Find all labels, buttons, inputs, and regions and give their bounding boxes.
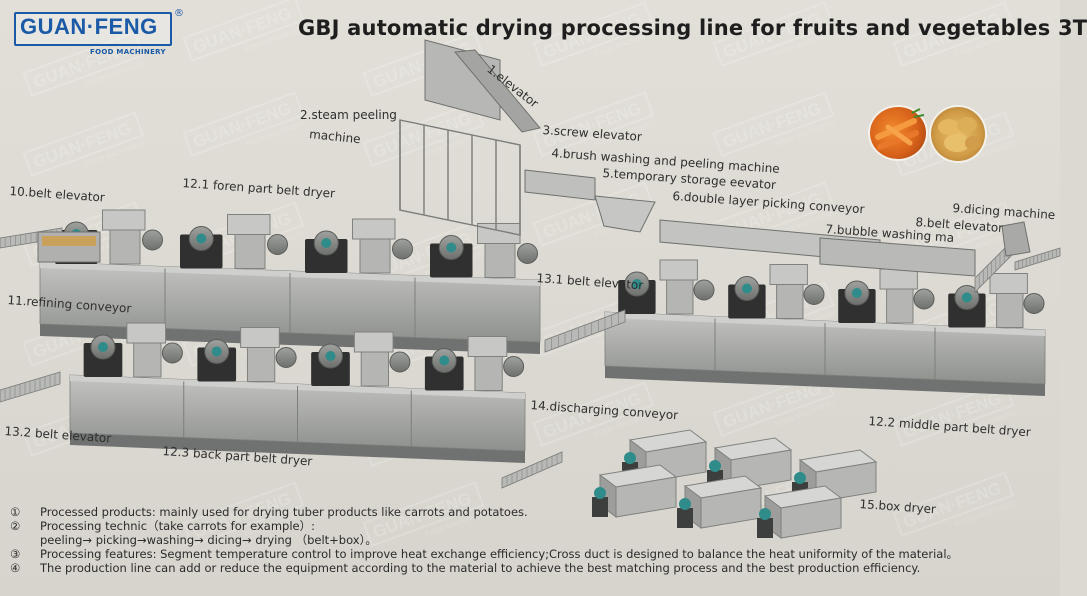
dicing-machine-chute (1014, 247, 1061, 271)
label-steam-peeling-1: 2.steam peeling (300, 108, 397, 122)
fan-module (618, 259, 715, 315)
air-duct (879, 268, 918, 290)
air-duct (353, 331, 394, 353)
page-title: GBJ automatic drying processing line for… (298, 16, 1087, 40)
fan-module (728, 264, 825, 319)
air-duct (240, 327, 280, 348)
note-2-detail: peeling→ picking→washing→ dicing→ drying… (40, 533, 377, 547)
potatoes-photo-icon (931, 107, 985, 161)
back-belt-dryer (69, 322, 526, 463)
fan-module (197, 327, 297, 382)
fan-module (838, 268, 935, 324)
fan-module (83, 322, 183, 378)
fan-module (430, 223, 538, 278)
fan-module (311, 331, 411, 387)
air-duct (126, 322, 167, 344)
potato-pile-icon (938, 117, 981, 152)
fan-module (424, 336, 525, 391)
refining-conveyor (37, 231, 101, 263)
box-dryer-fan (592, 497, 608, 517)
middle-belt-dryer (604, 259, 1046, 396)
brush-washer (524, 169, 596, 201)
logo-registered-mark: ® (174, 8, 184, 19)
air-duct (102, 209, 146, 231)
fan-module (180, 214, 288, 269)
belt-elevator-13-1 (544, 309, 626, 353)
brand-logo: GUAN·FENG ® FOOD MACHINERY (14, 8, 184, 60)
storage-hopper (594, 195, 656, 233)
air-duct (989, 273, 1028, 294)
front-processing-equipment (399, 39, 1031, 277)
box-dryer-unit (592, 464, 678, 518)
inclined-elevator (454, 49, 541, 133)
box-dryer-unit (757, 485, 843, 539)
carrot-sticks-icon (875, 108, 925, 150)
fan-module (948, 273, 1045, 328)
carrots-photo-icon (870, 107, 926, 159)
logo-frame (14, 12, 172, 46)
fan-module (305, 218, 413, 274)
air-duct (467, 336, 508, 357)
box-dryer-fan (757, 518, 773, 538)
dicer (1001, 221, 1031, 257)
machinery-layer (0, 39, 1061, 539)
logo-name: GUAN·FENG (20, 14, 158, 39)
logo-subtitle: FOOD MACHINERY (90, 48, 166, 56)
air-duct (769, 264, 808, 285)
air-duct (227, 214, 271, 235)
belt-elevator-13-2 (0, 371, 61, 403)
air-duct (352, 218, 396, 240)
air-duct (659, 259, 698, 281)
bubble-washer (819, 237, 976, 277)
box-dryer-fan (677, 508, 693, 528)
discharging-conveyor (501, 451, 563, 489)
box-dryer-unit (677, 475, 763, 529)
